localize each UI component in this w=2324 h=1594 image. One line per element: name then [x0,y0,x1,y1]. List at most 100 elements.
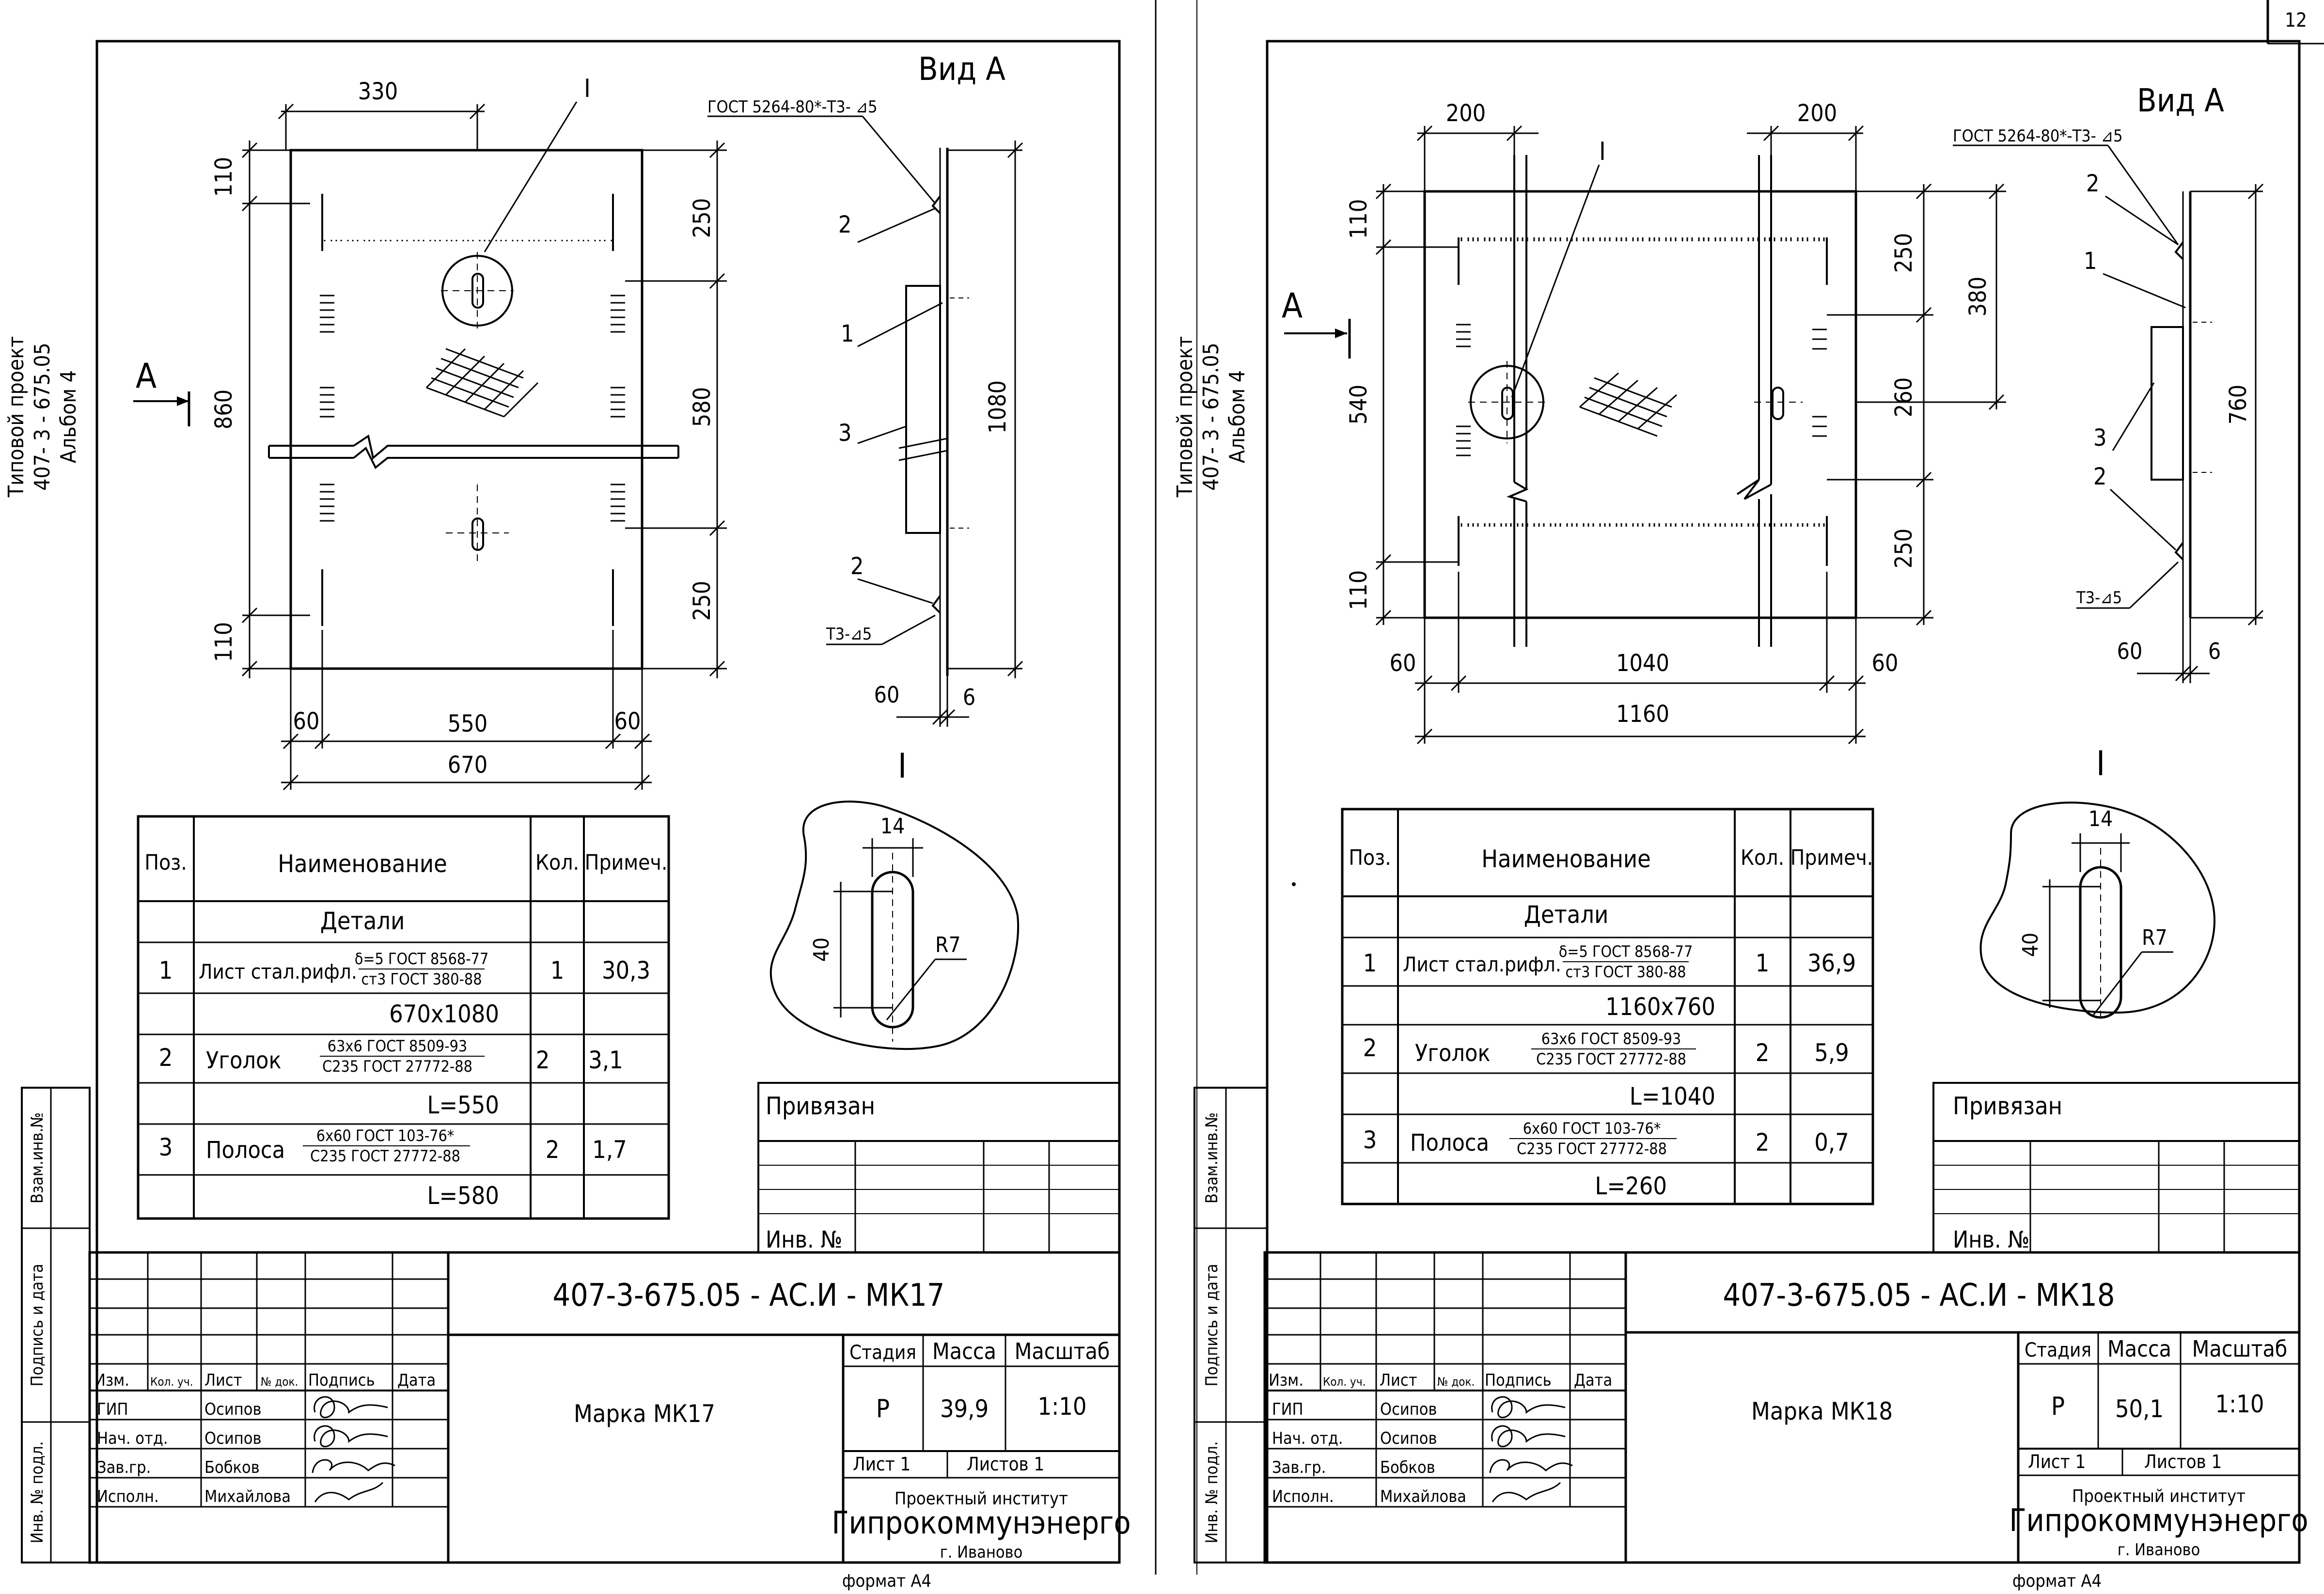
cell-note: 1,7 [592,1136,627,1164]
privyazan-box: Привязан Инв. № [1932,1082,2300,1253]
title-block: 407-3-675.05 - АС.И - МК17 Марка МК17 Ст… [88,1251,1131,1564]
project-line3: Альбом 4 [56,370,81,463]
scale-value: 1:10 [1037,1392,1086,1421]
role-gip: ГИП [1272,1400,1303,1419]
masshtab-label: Масштаб [2192,1336,2288,1362]
drawing-code: 407-3-675.05 - АС.И - МК18 [1723,1278,2115,1313]
plan-dimensions [241,103,727,791]
view-a-title: Вид А [2137,82,2224,119]
dim-14: 14 [880,814,905,839]
dim-40: 40 [2018,933,2043,957]
project-line2: 407- 3 - 675.05 [1199,343,1224,490]
dim-330: 330 [358,78,398,105]
section-details: Детали [320,907,405,935]
pos-label: 3 [838,420,851,447]
plan-dimension-labels: 200 200 110 540 110 250 260 250 380 60 1… [1345,100,1992,728]
plan-dimensions [1375,125,2006,745]
th-note: Примеч. [585,850,668,875]
th-pos: Поз. [144,850,187,875]
section-details: Детали [1524,901,1609,929]
view-a-title: Вид А [918,50,1005,88]
cell-note: 36,9 [1807,949,1856,977]
th-note: Примеч. [1790,845,1873,870]
plate-plan-view: I А [133,74,679,670]
detail-title: I [898,746,907,786]
role-zav: Зав.гр. [1272,1458,1326,1477]
cell-std2: С235 ГОСТ 27772-88 [1517,1140,1667,1158]
th-name: Наименование [278,850,447,878]
weld-note-top: ГОСТ 5264-80*-Т3- ⊿5 [1953,126,2123,146]
privyazan-inv: Инв. № [766,1226,842,1253]
cell-std1: 63х6 ГОСТ 8509-93 [1541,1030,1681,1048]
sheet-label: Лист 1 [853,1453,911,1475]
institute-line1: Проектный институт [895,1489,1068,1509]
dim-250-top: 250 [689,198,716,238]
th-pos: Поз. [1349,845,1391,870]
name-ispoln: Михайлова [1380,1487,1466,1506]
institute-line3: г. Иваново [2118,1540,2200,1560]
page-number: 12 [2285,9,2307,31]
role-nach: Нач. отд. [1272,1429,1343,1448]
dim-250-bottom: 250 [1890,529,1917,568]
cell-note: 0,7 [1814,1128,1849,1156]
project-line2: 407- 3 - 675.05 [30,343,55,490]
cell-name: Лист стал.рифл. [199,960,357,984]
pos-label: 2 [2086,170,2099,197]
role-nach: Нач. отд. [97,1429,168,1448]
podpis-label: Подпись [1485,1371,1552,1390]
vzam-label: Взам.инв.№ [1202,1112,1222,1203]
list-label: Лист [1380,1371,1417,1390]
page-number-box: 12 [2266,0,2324,45]
cell-qty: 1 [1756,949,1770,977]
project-line1: Типовой проект [4,336,29,498]
data-label: Дата [1574,1371,1612,1390]
ndok-label: № док. [261,1375,298,1389]
cell-pos: 3 [159,1133,173,1161]
cell-qty: 2 [536,1046,550,1074]
podpis-label: Подпись [308,1371,375,1390]
cell-name: Полоса [1410,1129,1489,1156]
masshtab-label: Масштаб [1015,1338,1110,1364]
plate-outline [1423,190,1857,619]
side-stamp: Типовой проект 407- 3 - 675.05 Альбом 4 … [4,336,91,1563]
pos-label: 2 [850,553,864,580]
name-gip: Осипов [1380,1400,1437,1419]
cell-pos: 2 [159,1044,173,1072]
list-label: Лист [204,1371,242,1390]
slot-hole [1772,387,1784,420]
table-row: 1 Лист стал.рифл. δ=5 ГОСТ 8568-77 ст3 Г… [159,950,650,1028]
table-row: 1 Лист стал.рифл. δ=5 ГОСТ 8568-77 ст3 Г… [1363,942,1856,1021]
cell-pos: 2 [1363,1034,1377,1062]
dim-670: 670 [448,751,487,779]
privyazan-box: Привязан Инв. № [757,1082,1120,1253]
dim-250-bottom: 250 [689,581,716,621]
dim-380: 380 [1964,277,1992,316]
stadia-label: Стадия [2025,1339,2091,1361]
role-gip: ГИП [97,1400,128,1419]
cell-pos: 1 [159,956,173,985]
title-block: 407-3-675.05 - АС.И - МК18 Марка МК18 Ст… [1263,1251,2308,1564]
dim-60-right: 60 [1872,650,1899,677]
role-zav: Зав.гр. [97,1458,151,1477]
cell-size: 1160х760 [1605,993,1715,1021]
pos-label: 1 [2084,248,2097,275]
signatures [312,1396,395,1502]
cell-pos: 1 [1363,949,1377,977]
th-qty: Кол. [535,850,579,875]
section-view-a: Вид А ГОСТ 5264-80*-Т3- ⊿5 760 2 1 3 2 Т… [1953,82,2264,683]
view-arrow-label: А [1282,286,1303,326]
institute-line3: г. Иваново [940,1543,1023,1562]
cell-std2: ст3 ГОСТ 380-88 [361,970,482,988]
privyazan-title: Привязан [1953,1092,2062,1120]
angle-ribs-top [321,194,614,626]
table-row: 2 Уголок 63х6 ГОСТ 8509-93 С235 ГОСТ 277… [159,1037,623,1119]
cell-name: Лист стал.рифл. [1403,953,1561,976]
cell-size: L=1040 [1630,1082,1715,1110]
mass-value: 50,1 [2115,1395,2164,1423]
stage-value: Р [876,1394,890,1423]
side-stamp: Типовой проект 407- 3 - 675.05 Альбом 4 … [1173,336,1268,1563]
view-arrow-label: А [136,356,157,396]
izm-label: Изм. [1269,1371,1303,1390]
dim-760: 760 [2225,385,2252,424]
